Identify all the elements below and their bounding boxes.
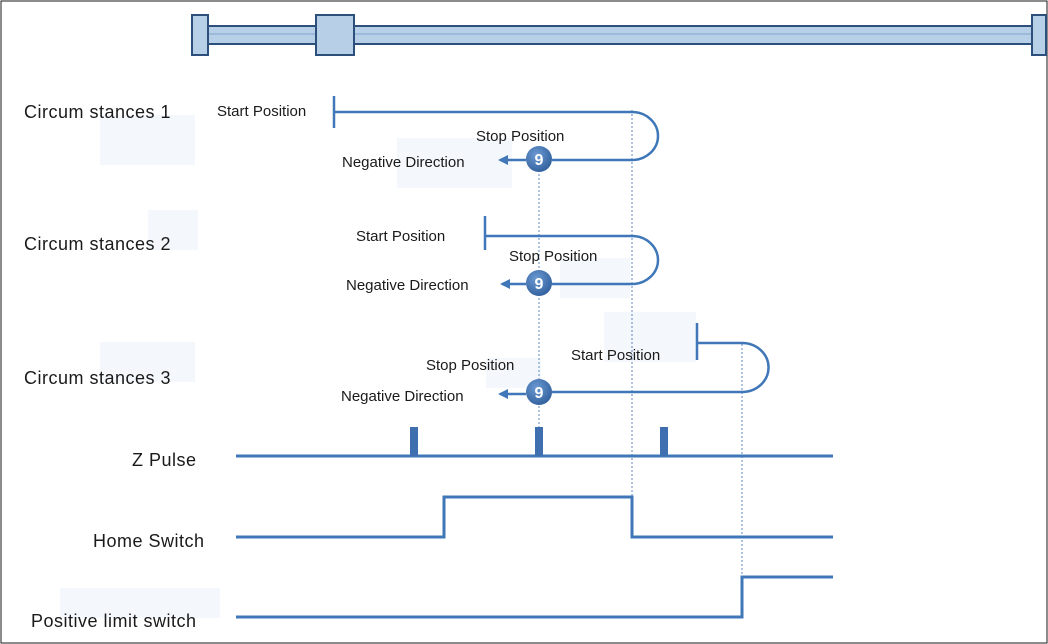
label-pad <box>560 258 630 298</box>
row2-stop-marker: 9 <box>526 270 552 296</box>
row3-path <box>552 341 770 394</box>
row1-stop-label: Stop Position <box>476 128 564 145</box>
zpulse-label: Z Pulse <box>132 450 197 470</box>
label-pad <box>148 210 198 250</box>
row1-stop-marker: 9 <box>526 146 552 172</box>
row1-label: Circum stances 1 <box>24 102 171 122</box>
row3-start-label: Start Position <box>571 347 660 364</box>
label-pad <box>100 342 195 382</box>
label-pad <box>60 588 220 618</box>
label-pad <box>604 312 696 362</box>
row2-direction-label: Negative Direction <box>346 277 469 294</box>
row3-stop-marker: 9 <box>526 379 552 405</box>
row3-direction-label: Negative Direction <box>341 388 464 405</box>
row1-path <box>334 110 660 162</box>
rail-right-end <box>1031 14 1047 56</box>
zpulse-pulse <box>660 427 668 456</box>
linear-rail <box>191 14 1047 56</box>
zpulse-pulse <box>535 427 543 456</box>
row2-label: Circum stances 2 <box>24 234 171 254</box>
limit-switch-waveform <box>236 575 833 619</box>
rail-left-end <box>191 14 209 56</box>
rail-slider <box>315 14 355 56</box>
row3-stop-label: Stop Position <box>426 357 514 374</box>
zpulse-pulse <box>410 427 418 456</box>
home-switch-label: Home Switch <box>93 531 205 551</box>
limit-switch-label: Positive limit switch <box>31 611 197 631</box>
row3-label: Circum stances 3 <box>24 368 171 388</box>
row1-start-label: Start Position <box>217 103 306 120</box>
row2-marker-glyph: 9 <box>535 276 544 293</box>
row2-stop-label: Stop Position <box>509 248 597 265</box>
row2-path <box>485 234 660 286</box>
label-pad <box>397 138 512 188</box>
row1-marker-glyph: 9 <box>535 152 544 169</box>
label-pad <box>100 115 195 165</box>
row3-marker-glyph: 9 <box>535 385 544 402</box>
row1-direction-label: Negative Direction <box>342 154 465 171</box>
row2-start-label: Start Position <box>356 228 445 245</box>
home-switch-waveform <box>236 495 833 539</box>
